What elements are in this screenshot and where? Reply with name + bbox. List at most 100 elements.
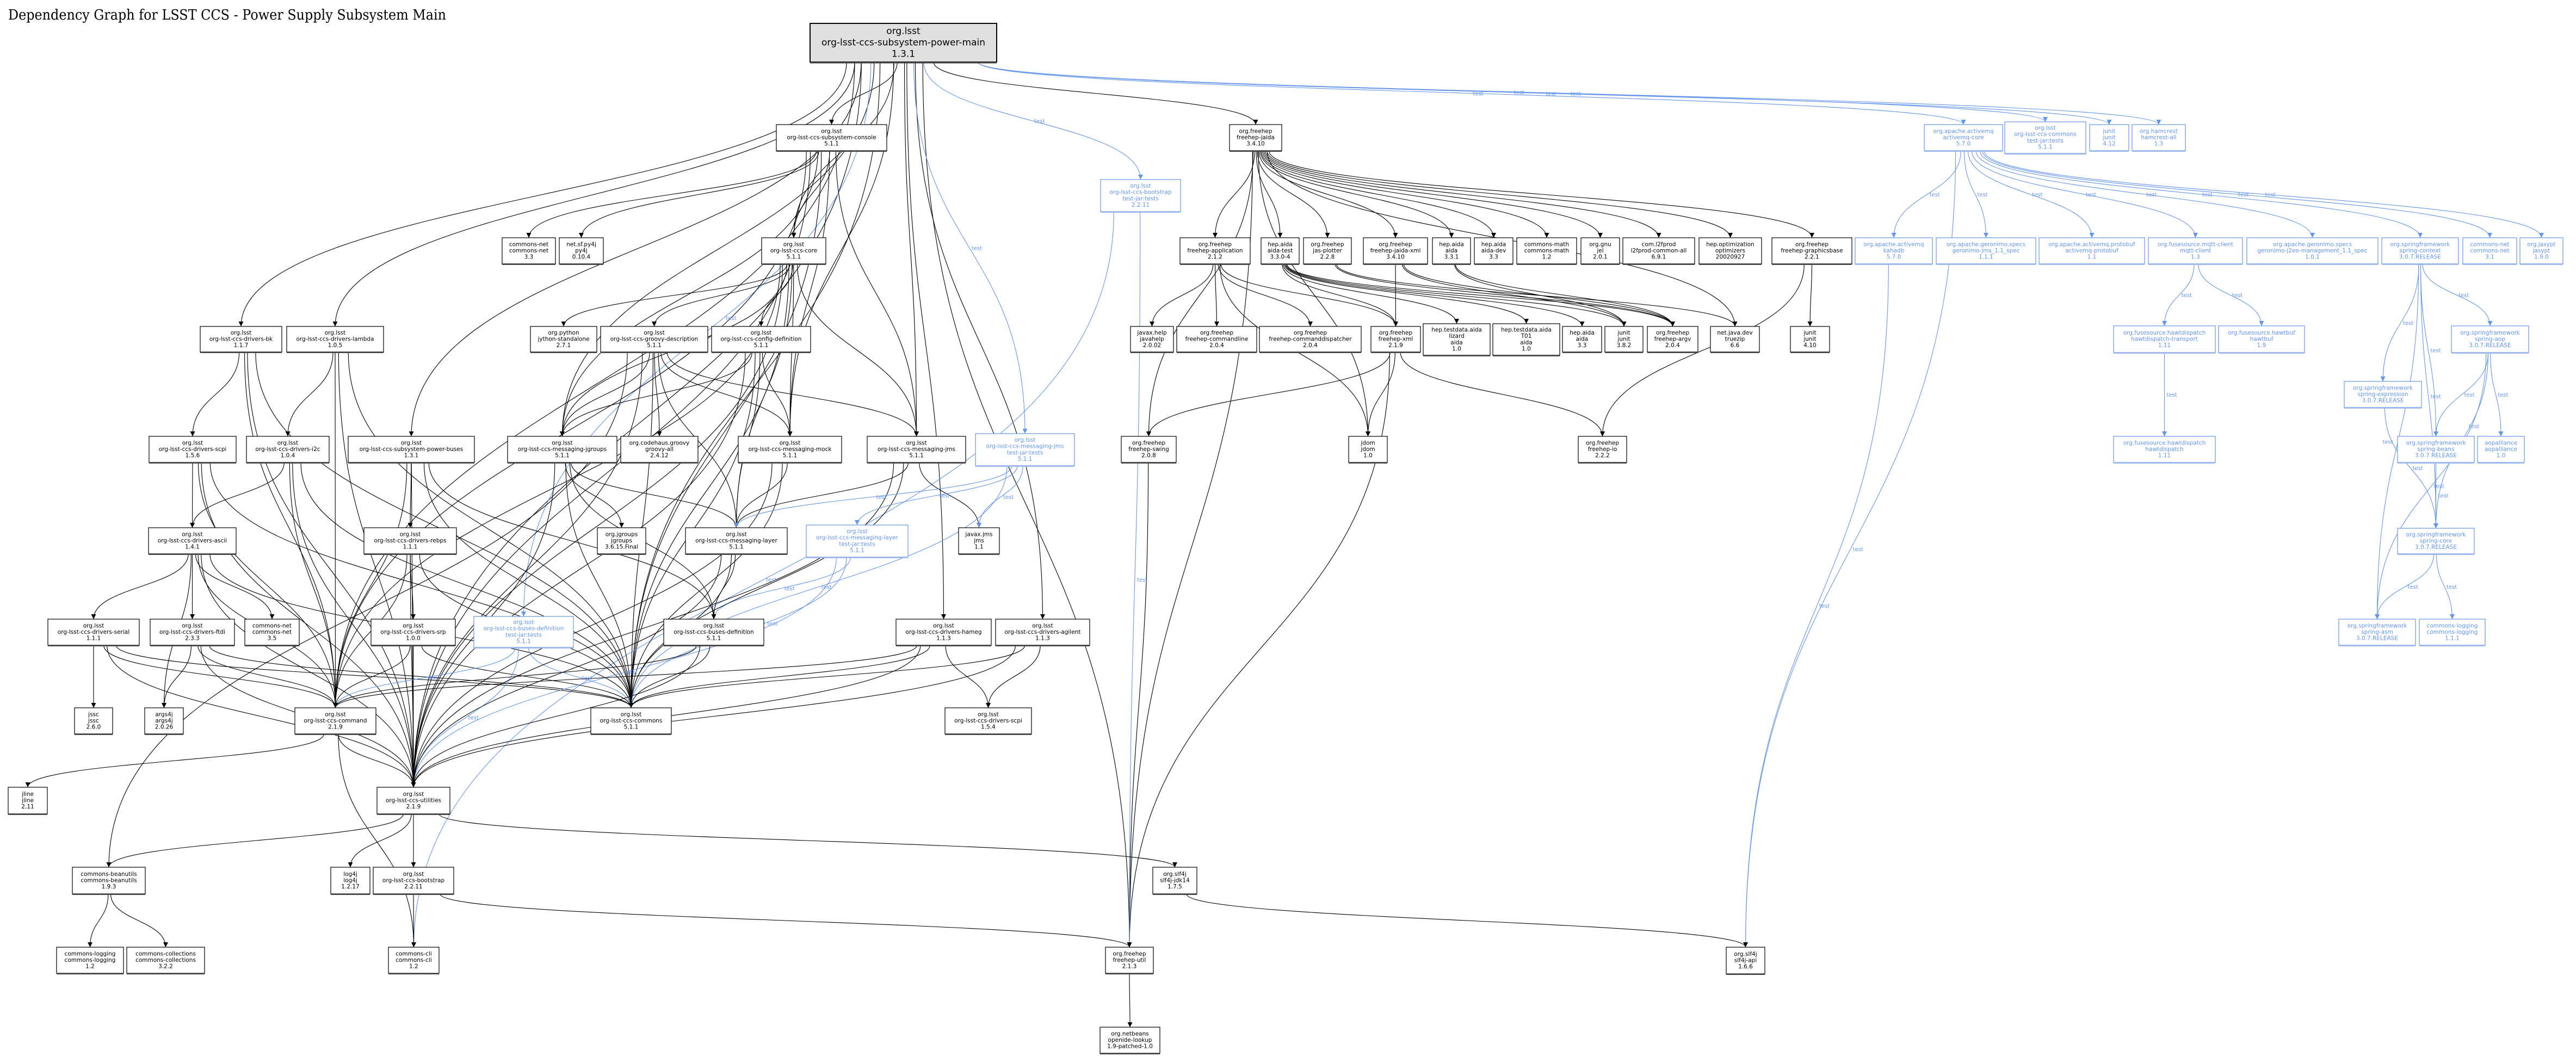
artifact-node-busesDef[interactable]: org.lsstorg-lsst-ccs-buses-definition5.1… — [663, 619, 764, 646]
artifact-node-cmddisp[interactable]: org.freehepfreehep-commanddispatcher2.0.… — [1259, 326, 1362, 353]
artifact-node-busesDefTest[interactable]: org.lsstorg-lsst-ccs-buses-definitiontes… — [473, 616, 574, 649]
node-group-id: net.sf.py4j — [566, 241, 596, 248]
artifact-node-j2ee[interactable]: org.apache.geronimo.specsgeronimo-j2ee-m… — [2246, 237, 2379, 265]
artifact-node-sctx[interactable]: org.springframeworkspring-context3.0.7.R… — [2381, 237, 2459, 265]
artifact-node-root[interactable]: org.lsstorg-lsst-ccs-subsystem-power-mai… — [810, 23, 997, 64]
artifact-node-groovyDesc[interactable]: org.lsstorg-lsst-ccs-groovy-description5… — [600, 326, 708, 353]
artifact-node-hdt[interactable]: org.fusesource.hawtdispatchhawtdispatch-… — [2113, 325, 2216, 354]
artifact-node-msgJmsTest[interactable]: org.lsstorg-lsst-ccs-messaging-jmstest-j… — [975, 433, 1075, 467]
artifact-node-protobuf[interactable]: org.apache.activemq.protobufactivemq-pro… — [2038, 237, 2145, 265]
artifact-node-commonsTest[interactable]: org.lsstorg-lsst-ccs-commonstest-jar:tes… — [2004, 121, 2086, 155]
artifact-node-jgroupsMsg[interactable]: org.lsstorg-lsst-ccs-messaging-jgroups5.… — [507, 436, 617, 464]
artifact-node-configDef[interactable]: org.lsstorg-lsst-ccs-config-definition5.… — [711, 326, 811, 353]
artifact-node-beans[interactable]: org.springframeworkspring-beans3.0.7.REL… — [2397, 436, 2475, 464]
artifact-node-sasm[interactable]: org.springframeworkspring-asm3.0.7.RELEA… — [2338, 619, 2416, 646]
artifact-node-ccoll[interactable]: commons-collectionscommons-collections3.… — [126, 947, 205, 974]
artifact-node-bootstrapTest[interactable]: org.lsstorg-lsst-ccs-bootstraptest-jar:t… — [1100, 179, 1181, 213]
artifact-node-hd[interactable]: org.fusesource.hawtdispatchhawtdispatch1… — [2113, 436, 2216, 464]
artifact-node-gjms[interactable]: org.apache.geronimo.specsgeronimo-jms_1.… — [1936, 237, 2036, 265]
artifact-node-pbuses[interactable]: org.lsstorg-lsst-ccs-subsystem-power-bus… — [348, 436, 475, 464]
artifact-node-console[interactable]: org.lsstorg-lsst-ccs-subsystem-console5.… — [776, 124, 887, 152]
artifact-node-score[interactable]: org.springframeworkspring-core3.0.7.RELE… — [2397, 528, 2475, 555]
artifact-node-layer[interactable]: org.lsstorg-lsst-ccs-messaging-layer5.1.… — [685, 527, 788, 555]
node-version: 1.6.6 — [1738, 964, 1753, 970]
artifact-node-sexpr[interactable]: org.springframeworkspring-expression3.0.… — [2344, 381, 2422, 409]
artifact-node-aop[interactable]: org.springframeworkspring-aop3.0.7.RELEA… — [2451, 325, 2529, 354]
artifact-node-agilent[interactable]: org.lsstorg-lsst-ccs-drivers-agilent1.1.… — [995, 619, 1090, 646]
artifact-node-lookup[interactable]: org.netbeansopenide-lookup1.9-patched-1.… — [1099, 1027, 1160, 1054]
artifact-node-layerTest[interactable]: org.lsstorg-lsst-ccs-messaging-layertest… — [806, 524, 909, 558]
